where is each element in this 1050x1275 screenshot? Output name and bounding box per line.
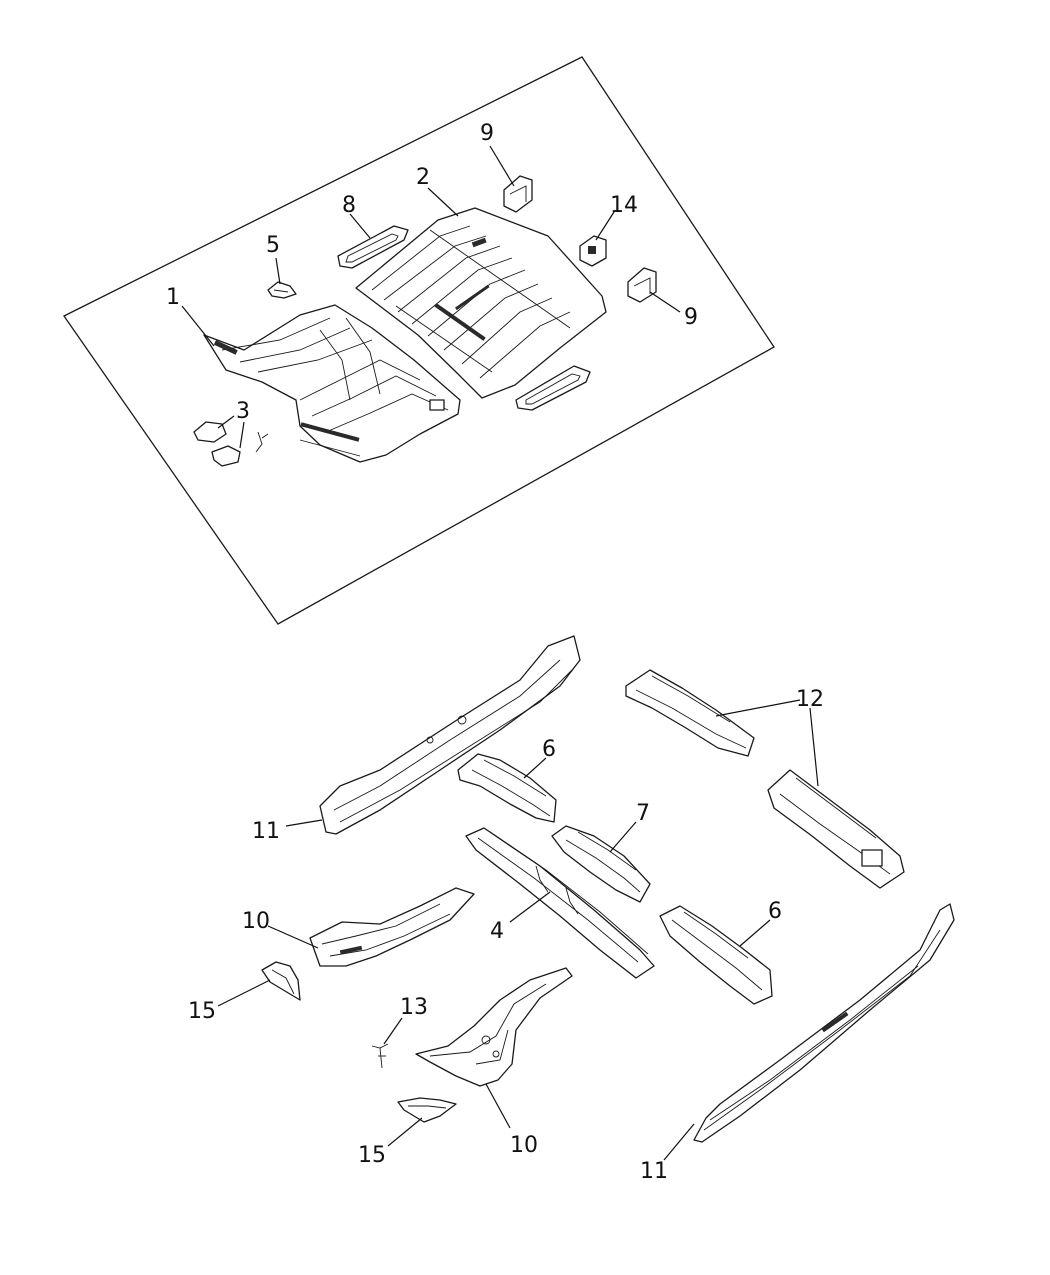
- callout-7: 7: [636, 801, 650, 826]
- part-11-sill-rail-left[interactable]: [319, 635, 581, 835]
- leader-1: [181, 305, 215, 347]
- callout-11-lower: 11: [640, 1159, 668, 1184]
- leader-6b: [739, 919, 771, 947]
- part-8-reinforcement-plates[interactable]: [337, 225, 591, 411]
- leader-7: [609, 821, 637, 853]
- callout-1: 1: [166, 285, 180, 310]
- leader-3a: [217, 415, 235, 429]
- assembly-frame: [63, 56, 775, 625]
- callout-12: 12: [796, 687, 824, 712]
- leader-12b: [809, 707, 819, 787]
- leader-8: [349, 213, 371, 239]
- leader-13: [383, 1017, 403, 1045]
- callout-labels: 1 2 3 4 5 6 6 7 8 9 9 10 10 11 11 12 13 …: [166, 121, 824, 1184]
- callout-3: 3: [236, 399, 250, 424]
- callout-9-upper: 9: [480, 121, 494, 146]
- leader-12a: [715, 699, 801, 717]
- part-5-bracket[interactable]: [267, 281, 297, 299]
- part-10-rail-extension-upper[interactable]: [309, 887, 475, 967]
- part-1-front-floor-pan[interactable]: [203, 304, 461, 463]
- callout-15-upper: 15: [188, 999, 216, 1024]
- part-12-crossmember-lower[interactable]: [767, 769, 905, 889]
- callout-9-lower: 9: [684, 305, 698, 330]
- part-4-tunnel-reinforcement[interactable]: [465, 827, 655, 979]
- leader-5: [275, 257, 281, 285]
- part-9-mounting-bracket-upper[interactable]: [503, 175, 533, 213]
- leader-15b: [387, 1117, 423, 1147]
- callout-5: 5: [266, 233, 280, 258]
- part-10-rail-extension-lower[interactable]: [415, 967, 573, 1087]
- callout-15-lower: 15: [358, 1143, 386, 1168]
- leader-6a: [523, 757, 547, 779]
- leader-2: [427, 187, 459, 217]
- part-15-closeout-panel-lower[interactable]: [397, 1097, 457, 1123]
- part-3-bracket-set[interactable]: [193, 421, 269, 467]
- callout-6-lower: 6: [768, 899, 782, 924]
- leader-9b: [649, 291, 681, 313]
- callout-11-upper: 11: [252, 819, 280, 844]
- part-13-clip[interactable]: [371, 1043, 389, 1069]
- leader-11b: [663, 1123, 695, 1161]
- part-2-rear-floor-pan[interactable]: [355, 207, 607, 399]
- part-14-bracket[interactable]: [579, 235, 607, 267]
- part-7-support-channel[interactable]: [551, 825, 651, 903]
- callout-8: 8: [342, 193, 356, 218]
- callout-4: 4: [490, 919, 504, 944]
- part-6-support-channel-upper[interactable]: [457, 753, 557, 823]
- leader-14: [595, 211, 615, 241]
- part-11-sill-rail-right[interactable]: [693, 903, 955, 1143]
- leader-11a: [285, 819, 323, 827]
- leader-10a: [267, 925, 319, 949]
- part-15-closeout-panel-upper[interactable]: [261, 961, 301, 1001]
- part-6-support-channel-lower[interactable]: [659, 905, 773, 1005]
- leader-4: [509, 891, 551, 923]
- callout-6-upper: 6: [542, 737, 556, 762]
- leader-10b: [485, 1083, 511, 1129]
- part-12-crossmember-upper[interactable]: [625, 669, 755, 757]
- leader-3b: [239, 421, 245, 449]
- callout-14: 14: [610, 193, 638, 218]
- callout-10-upper: 10: [242, 909, 270, 934]
- callout-10-lower: 10: [510, 1133, 538, 1158]
- part-9-mounting-bracket-lower[interactable]: [627, 267, 657, 303]
- leader-9a: [489, 145, 515, 187]
- leader-15a: [217, 979, 271, 1007]
- leader-lines: [181, 145, 819, 1161]
- callout-13: 13: [400, 995, 428, 1020]
- callout-2: 2: [416, 165, 430, 190]
